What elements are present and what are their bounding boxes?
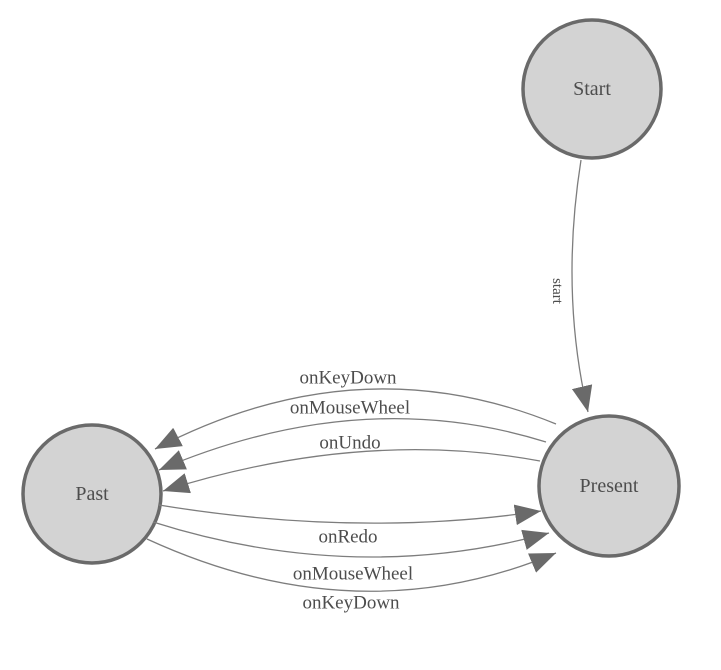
state-node-circle-start[interactable]: [521, 18, 663, 160]
transition-edge-label-onRedo: onRedo: [318, 527, 377, 548]
state-node-label-present: Present: [580, 475, 639, 497]
transition-edge-onKeyDown-bottom[interactable]: onKeyDown: [146, 538, 557, 614]
state-node-circle-past[interactable]: [21, 423, 163, 565]
state-node-present[interactable]: Present: [537, 414, 681, 558]
transition-edge-onKeyDown-top[interactable]: onKeyDown: [154, 368, 557, 450]
transition-edge-label-onKeyDown-bottom: onKeyDown: [302, 593, 400, 614]
edges-layer: start onKeyDown onMouseWheel onUndo onRedo on…: [146, 159, 593, 614]
state-node-circle-present[interactable]: [537, 414, 681, 558]
transition-edge-onUndo[interactable]: onUndo: [162, 433, 541, 494]
transition-edge-onRedo[interactable]: onRedo: [158, 504, 542, 548]
transition-edge-onMouseWheel-top[interactable]: onMouseWheel: [158, 398, 547, 471]
state-node-label-start: Start: [573, 78, 611, 100]
transition-edge-line-onKeyDown-top[interactable]: [154, 388, 557, 450]
transition-edge-label-onUndo: onUndo: [319, 433, 380, 454]
state-node-past[interactable]: Past: [21, 423, 163, 565]
transition-edge-line-onMouseWheel-top[interactable]: [158, 418, 547, 471]
transition-edge-onMouseWheel-bottom[interactable]: onMouseWheel: [152, 521, 550, 585]
transition-edge-line-onMouseWheel-bottom[interactable]: [152, 521, 550, 558]
transition-edge-label-onKeyDown-top: onKeyDown: [299, 368, 397, 389]
state-node-start[interactable]: Start: [521, 18, 663, 160]
transition-edge-label-start: start: [549, 278, 565, 305]
transition-edge-line-onKeyDown-bottom[interactable]: [146, 538, 557, 592]
transition-edge-line-onRedo[interactable]: [158, 504, 542, 526]
transition-edge-line-onUndo[interactable]: [162, 449, 541, 494]
state-node-label-past: Past: [75, 483, 109, 505]
transition-edge-line-start[interactable]: [571, 159, 593, 413]
transition-edge-label-onMouseWheel-bottom: onMouseWheel: [293, 564, 413, 585]
transition-edge-label-onMouseWheel-top: onMouseWheel: [290, 398, 410, 419]
transition-edge-start[interactable]: start: [549, 159, 593, 413]
